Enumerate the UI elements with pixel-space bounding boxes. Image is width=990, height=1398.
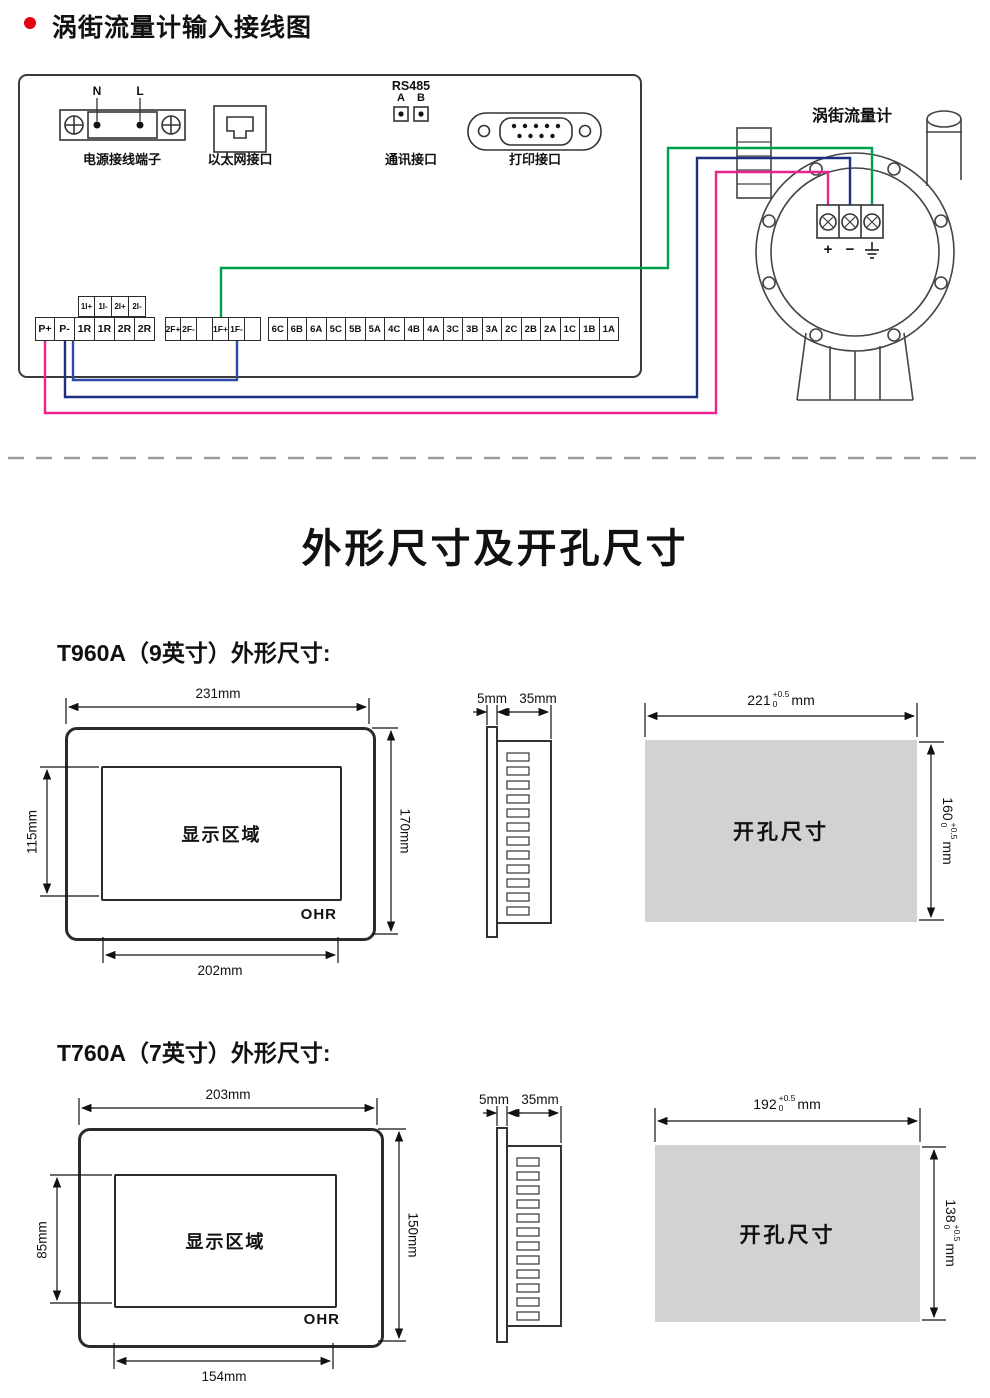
ground-icon bbox=[865, 242, 879, 259]
terminal-cell bbox=[245, 317, 261, 341]
t760a-display-area: 显示区域 bbox=[114, 1174, 337, 1308]
terminal-cell: 4C bbox=[385, 317, 405, 341]
t960a-width-dim: 231mm bbox=[195, 686, 241, 701]
flowmeter-terminal-block bbox=[816, 204, 884, 239]
t960a-cutout: 开孔尺寸 bbox=[645, 740, 917, 922]
terminal-cell: 2B bbox=[521, 317, 541, 341]
t760a-display-height-dim: 85mm bbox=[34, 1221, 50, 1259]
terminal-cell: 5B bbox=[346, 317, 366, 341]
t760a-width-dim: 203mm bbox=[205, 1087, 251, 1102]
terminal-cell: 2F- bbox=[181, 317, 197, 341]
t760a-side-view bbox=[496, 1127, 562, 1343]
t960a-display-label: 显示区域 bbox=[181, 824, 262, 845]
terminal-cell: 3B bbox=[463, 317, 483, 341]
terminal-cell: 6C bbox=[268, 317, 288, 341]
terminal-cell: P+ bbox=[35, 317, 55, 341]
terminal-cell: 4B bbox=[404, 317, 424, 341]
terminal-cell: 6A bbox=[307, 317, 327, 341]
terminal-cell: 1F- bbox=[229, 317, 245, 341]
terminal-cell: 2I- bbox=[129, 296, 146, 317]
terminal-cell: 5C bbox=[326, 317, 346, 341]
terminal-cell: 4A bbox=[424, 317, 444, 341]
t960a-cutout-label: 开孔尺寸 bbox=[733, 820, 829, 844]
printer-port-label: 打印接口 bbox=[508, 152, 561, 167]
terminal-cell: 1I- bbox=[95, 296, 112, 317]
flowmeter-plus-mark: + bbox=[823, 241, 833, 258]
terminal-cell bbox=[197, 317, 213, 341]
flowmeter-label: 涡街流量计 bbox=[811, 108, 892, 125]
flowmeter-minus-mark: − bbox=[845, 241, 855, 258]
t960a-bottom-width-dim: 202mm bbox=[197, 963, 243, 978]
terminal-cell: 1I+ bbox=[78, 296, 95, 317]
terminal-cell: 2R bbox=[115, 317, 135, 341]
dimensions-section-title: 外形尺寸及开孔尺寸 bbox=[301, 527, 689, 571]
rs485-label: RS485 bbox=[391, 79, 431, 93]
t960a-display-height-dim: 115mm bbox=[24, 809, 40, 855]
t960a-depth-dim: 35mm bbox=[519, 691, 557, 706]
t960a-bezel-dim: 5mm bbox=[477, 691, 507, 706]
terminal-cell: 3A bbox=[482, 317, 502, 341]
terminal-cell: P- bbox=[55, 317, 75, 341]
t960a-side-view bbox=[486, 726, 552, 938]
ethernet-port-label: 以太网接口 bbox=[207, 152, 273, 167]
t760a-bezel-dim: 5mm bbox=[479, 1092, 509, 1107]
terminal-cell: 1C bbox=[560, 317, 580, 341]
terminal-strip-mid: 2F+ 2F- 1F+ 1F- bbox=[165, 317, 261, 341]
terminal-cell: 3C bbox=[443, 317, 463, 341]
t960a-ohr-logo: OHR bbox=[300, 906, 337, 923]
terminal-cell: 1B bbox=[580, 317, 600, 341]
terminal-strip-main: 6C 6B 6A 5C 5B 5A 4C 4B 4A 3C 3B 3A 2C 2… bbox=[268, 317, 619, 341]
terminal-cell: 2F+ bbox=[165, 317, 181, 341]
t760a-depth-dim: 35mm bbox=[521, 1092, 559, 1107]
terminal-cell: 1A bbox=[599, 317, 619, 341]
t760a-height-dim: 150mm bbox=[405, 1212, 421, 1258]
t760a-display-label: 显示区域 bbox=[185, 1232, 266, 1252]
comm-pin-a: A bbox=[397, 92, 405, 104]
terminal-cell: 5A bbox=[365, 317, 385, 341]
terminal-cell: 2I+ bbox=[112, 296, 129, 317]
power-pin-n: N bbox=[92, 84, 102, 98]
terminal-cell: 2C bbox=[502, 317, 522, 341]
terminal-cell: 1R bbox=[95, 317, 115, 341]
power-pin-l: L bbox=[136, 84, 144, 98]
terminal-cell: 2A bbox=[541, 317, 561, 341]
t960a-height-dim: 170mm bbox=[397, 808, 413, 854]
t760a-cutout: 开孔尺寸 bbox=[655, 1145, 920, 1322]
t960a-heading: T960A（9英寸）外形尺寸: bbox=[57, 640, 331, 666]
terminal-strip-left: P+ P- 1R 1R 2R 2R bbox=[35, 317, 155, 341]
wiring-section-title: 涡街流量计输入接线图 bbox=[52, 14, 313, 42]
terminal-cell: 2R bbox=[135, 317, 155, 341]
terminal-cell: 1R bbox=[75, 317, 95, 341]
comm-port-label: 通讯接口 bbox=[384, 152, 437, 167]
red-bullet-icon bbox=[24, 17, 36, 29]
t960a-display-area: 显示区域 bbox=[101, 766, 342, 901]
terminal-cell: 6B bbox=[287, 317, 307, 341]
t760a-bottom-width-dim: 154mm bbox=[201, 1369, 247, 1384]
terminal-cell: 1F+ bbox=[213, 317, 229, 341]
t760a-ohr-logo: OHR bbox=[303, 1311, 340, 1328]
terminal-strip-small: 1I+ 1I- 2I+ 2I- bbox=[78, 296, 146, 317]
comm-pin-b: B bbox=[417, 92, 425, 104]
t760a-heading: T760A（7英寸）外形尺寸: bbox=[57, 1040, 331, 1066]
t760a-cutout-label: 开孔尺寸 bbox=[739, 1222, 836, 1247]
